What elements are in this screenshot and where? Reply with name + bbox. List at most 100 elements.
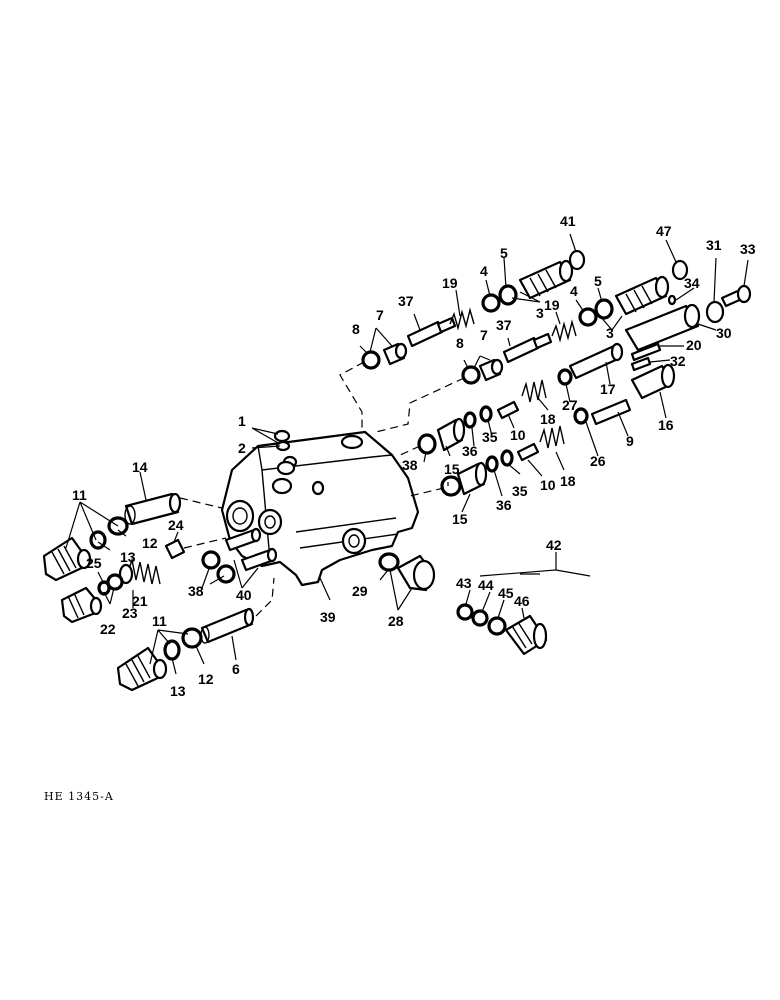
callout-38: 38 — [402, 457, 418, 473]
ring-29 — [378, 552, 400, 572]
callout-18: 18 — [540, 411, 556, 427]
ring-26 — [573, 407, 589, 425]
part-16 — [630, 363, 676, 400]
callout-32: 32 — [670, 353, 686, 369]
ring-4-b — [578, 307, 598, 327]
ring-35-b — [500, 449, 514, 467]
cap-47 — [671, 259, 689, 281]
spring-19-a — [449, 307, 475, 331]
callout-34: 34 — [684, 275, 700, 291]
callout-37: 37 — [398, 293, 414, 309]
ring-27 — [557, 368, 573, 386]
ring-8-b — [461, 365, 481, 385]
callout-12: 12 — [142, 535, 158, 551]
body-3-b — [614, 275, 670, 316]
callout-31: 31 — [706, 237, 722, 253]
callout-1: 1 — [238, 413, 246, 429]
callout-17: 17 — [600, 381, 616, 397]
ring-13-upper — [89, 530, 107, 550]
callout-2: 2 — [238, 440, 246, 456]
callout-35: 35 — [482, 429, 498, 445]
callout-10: 10 — [540, 477, 556, 493]
callout-5: 5 — [500, 245, 508, 261]
callout-21: 21 — [132, 593, 148, 609]
callout-37: 37 — [496, 317, 512, 333]
callout-28: 28 — [388, 613, 404, 629]
cap-41 — [568, 249, 586, 271]
spool-9 — [590, 398, 632, 426]
callout-8: 8 — [352, 321, 360, 337]
callout-26: 26 — [590, 453, 606, 469]
pin-6 — [200, 607, 255, 644]
callout-4: 4 — [570, 283, 578, 299]
callout-16: 16 — [658, 417, 674, 433]
spring-21 — [118, 557, 161, 585]
callout-47: 47 — [656, 223, 672, 239]
callout-20: 20 — [686, 337, 702, 353]
ring-38-b — [440, 475, 462, 497]
spool-17 — [568, 342, 624, 380]
part-37-a — [406, 316, 457, 348]
part-31 — [705, 300, 725, 324]
ring-35-a — [479, 405, 493, 423]
callout-3: 3 — [606, 325, 614, 341]
ring-4-a — [481, 293, 501, 313]
callout-29: 29 — [352, 583, 368, 599]
callout-4: 4 — [480, 263, 488, 279]
callout-36: 36 — [496, 497, 512, 513]
plug-11-lower — [116, 646, 168, 692]
callout-13: 13 — [170, 683, 186, 699]
body-30 — [624, 303, 701, 352]
callout-35: 35 — [512, 483, 528, 499]
plug-28 — [396, 554, 436, 592]
callout-19: 19 — [544, 297, 560, 313]
piston-15-b — [456, 461, 488, 496]
ring-8-a — [361, 350, 381, 370]
plug-22 — [60, 586, 103, 624]
callout-8: 8 — [456, 335, 464, 351]
callout-42: 42 — [546, 537, 562, 553]
leader-lines — [65, 233, 749, 675]
body-3-a — [518, 259, 574, 300]
ring-5-a — [498, 284, 518, 306]
ring-43 — [456, 603, 474, 621]
callout-38: 38 — [188, 583, 204, 599]
callout-12: 12 — [198, 671, 214, 687]
ring-12-upper — [107, 516, 129, 536]
callout-46: 46 — [514, 593, 530, 609]
alignment-lines — [179, 361, 465, 617]
callout-labels: 1 2 3 3 4 4 5 5 6 7 7 8 8 9 10 10 11 11 … — [72, 213, 756, 699]
callout-13: 13 — [120, 549, 136, 565]
callout-7: 7 — [376, 307, 384, 323]
spring-18-a — [521, 379, 547, 403]
callout-7: 7 — [480, 327, 488, 343]
callout-30: 30 — [716, 325, 732, 341]
valve-body — [220, 430, 420, 587]
callout-41: 41 — [560, 213, 576, 229]
part-24 — [164, 538, 186, 560]
part-37-b — [502, 332, 553, 364]
studs — [224, 527, 278, 572]
callout-44: 44 — [478, 577, 494, 593]
ring-36-a — [463, 411, 477, 429]
callout-40: 40 — [236, 587, 252, 603]
callout-5: 5 — [594, 273, 602, 289]
part-34 — [667, 294, 677, 306]
callout-10: 10 — [510, 427, 526, 443]
pin-10-b — [516, 442, 540, 462]
plug-11-upper — [42, 536, 92, 582]
pin-10-a — [496, 400, 520, 420]
callout-27: 27 — [562, 397, 578, 413]
callout-15: 15 — [444, 461, 460, 477]
callout-9: 9 — [626, 433, 634, 449]
callout-15: 15 — [452, 511, 468, 527]
spring-18-b — [539, 425, 565, 449]
callout-14: 14 — [132, 459, 148, 475]
ring-38-left-b — [216, 564, 236, 584]
fitting-46 — [504, 614, 548, 656]
callout-25: 25 — [86, 555, 102, 571]
callout-11: 11 — [152, 613, 167, 629]
spring-19-b — [551, 319, 577, 343]
pin-20-32 — [630, 342, 662, 372]
bolt-33 — [720, 284, 752, 308]
